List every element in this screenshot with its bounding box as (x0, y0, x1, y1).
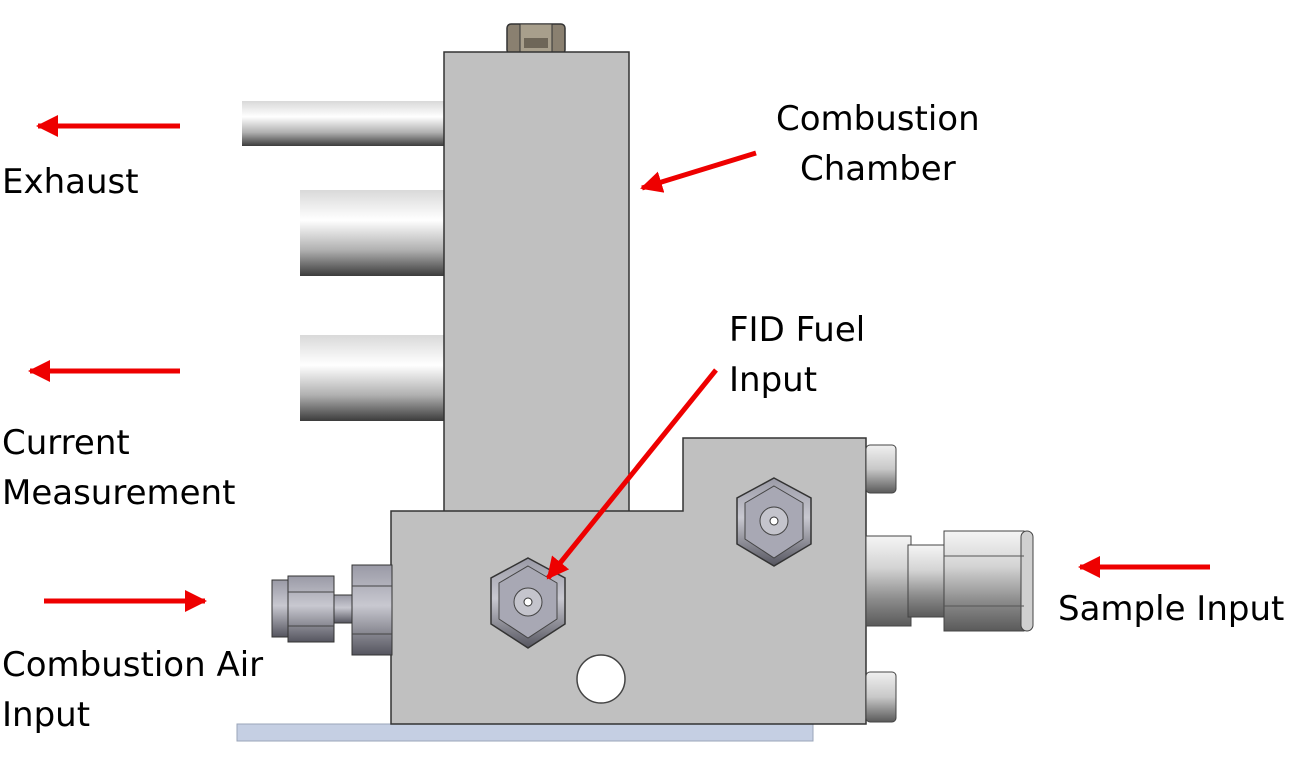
ignition-tube (300, 190, 445, 276)
fid-fuel-arrow (546, 368, 718, 580)
lower-right-plug (865, 671, 897, 723)
combustion-chamber-body (443, 51, 630, 514)
current-measurement-tube (300, 335, 445, 421)
fid-fuel-input-label: FID Fuel Input (729, 310, 866, 400)
upper-hex-fitting (736, 477, 812, 567)
upper-right-plug (865, 444, 897, 494)
base-plate (236, 723, 814, 742)
combustion-air-fitting (271, 564, 393, 656)
top-nut (506, 23, 566, 55)
exhaust-label: Exhaust (2, 162, 139, 202)
combustion-air-input-label: Combustion Air Input (2, 645, 264, 735)
sample-input-fitting (865, 530, 1034, 632)
mounting-hole (576, 654, 626, 704)
current-measurement-label: Current Measurement (2, 423, 236, 513)
sample-input-label: Sample Input (1058, 589, 1285, 629)
fid-fuel-hex-fitting (490, 557, 566, 649)
combustion-chamber-arrow (640, 150, 757, 193)
combustion-chamber-label: Combustion Chamber (776, 99, 980, 189)
exhaust-tube (242, 101, 445, 146)
